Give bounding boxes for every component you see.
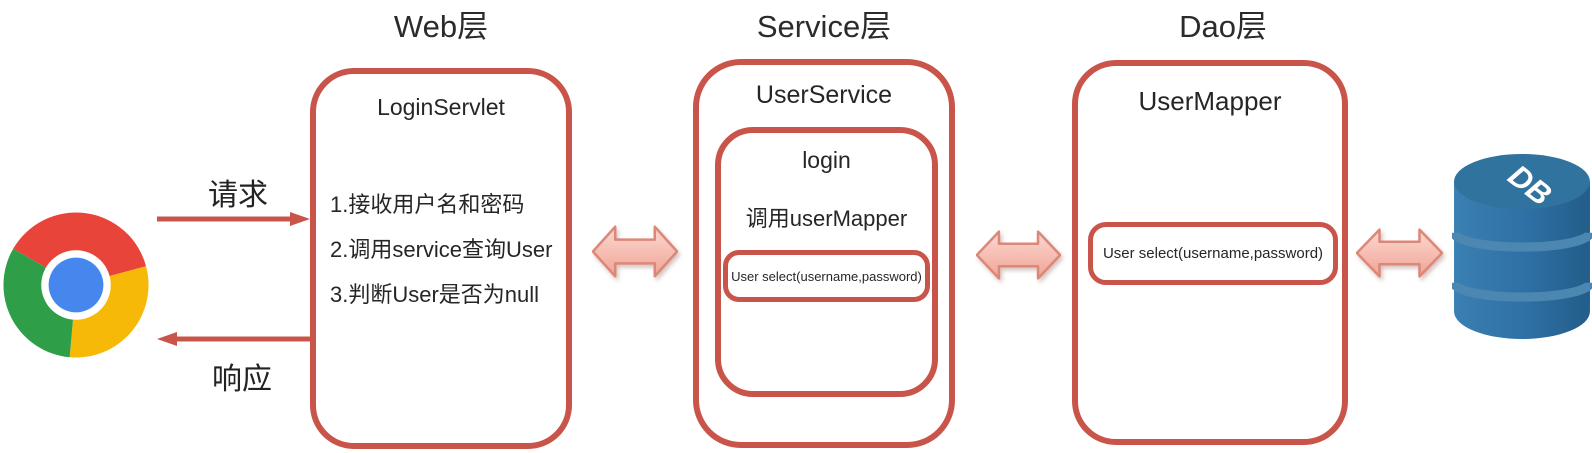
database-cylinder-icon: DB bbox=[1452, 154, 1592, 339]
web-step-3: 3.判断User是否为null bbox=[330, 282, 540, 307]
double-headed-arrow-icon bbox=[976, 229, 1061, 281]
right-arrow-icon bbox=[157, 212, 310, 226]
left-arrow-icon bbox=[157, 332, 310, 346]
dao-layer-title: Dao层 bbox=[1179, 9, 1267, 44]
web-step-2: 2.调用service查询User bbox=[330, 237, 553, 262]
web-layer-title: Web层 bbox=[393, 9, 489, 44]
dao-select-statement-box: User select(username,password) bbox=[1088, 222, 1338, 285]
request-label: 请求 bbox=[208, 179, 268, 212]
login-method-box: login 调用userMapper User select(username,… bbox=[715, 127, 938, 397]
service-select-statement-box: User select(username,password) bbox=[723, 250, 930, 302]
login-servlet-title: LoginServlet bbox=[377, 94, 505, 120]
user-mapper-title: UserMapper bbox=[1138, 86, 1282, 116]
service-layer-box: UserService login 调用userMapper User sele… bbox=[693, 59, 955, 448]
db-groove-upper bbox=[1452, 231, 1592, 252]
service-layer-title: Service层 bbox=[756, 9, 892, 44]
double-headed-arrow-icon bbox=[1356, 227, 1443, 279]
db-groove-lower bbox=[1452, 281, 1592, 302]
dao-select-statement: User select(username,password) bbox=[1102, 245, 1324, 262]
dao-layer-box: UserMapper User select(username,password… bbox=[1072, 60, 1348, 445]
service-select-statement: User select(username,password) bbox=[731, 268, 922, 284]
chrome-blue-center bbox=[48, 257, 104, 313]
double-headed-arrow-icon bbox=[592, 224, 678, 279]
web-step-1: 1.接收用户名和密码 bbox=[330, 192, 525, 217]
call-user-mapper-note: 调用userMapper bbox=[745, 206, 908, 231]
user-service-title: UserService bbox=[755, 81, 893, 109]
db-top bbox=[1454, 154, 1590, 210]
web-layer-box: LoginServlet 1.接收用户名和密码 2.调用service查询Use… bbox=[310, 68, 572, 449]
response-label: 响应 bbox=[212, 363, 272, 396]
chrome-browser-icon bbox=[3, 212, 149, 358]
login-method-title: login bbox=[802, 147, 851, 173]
